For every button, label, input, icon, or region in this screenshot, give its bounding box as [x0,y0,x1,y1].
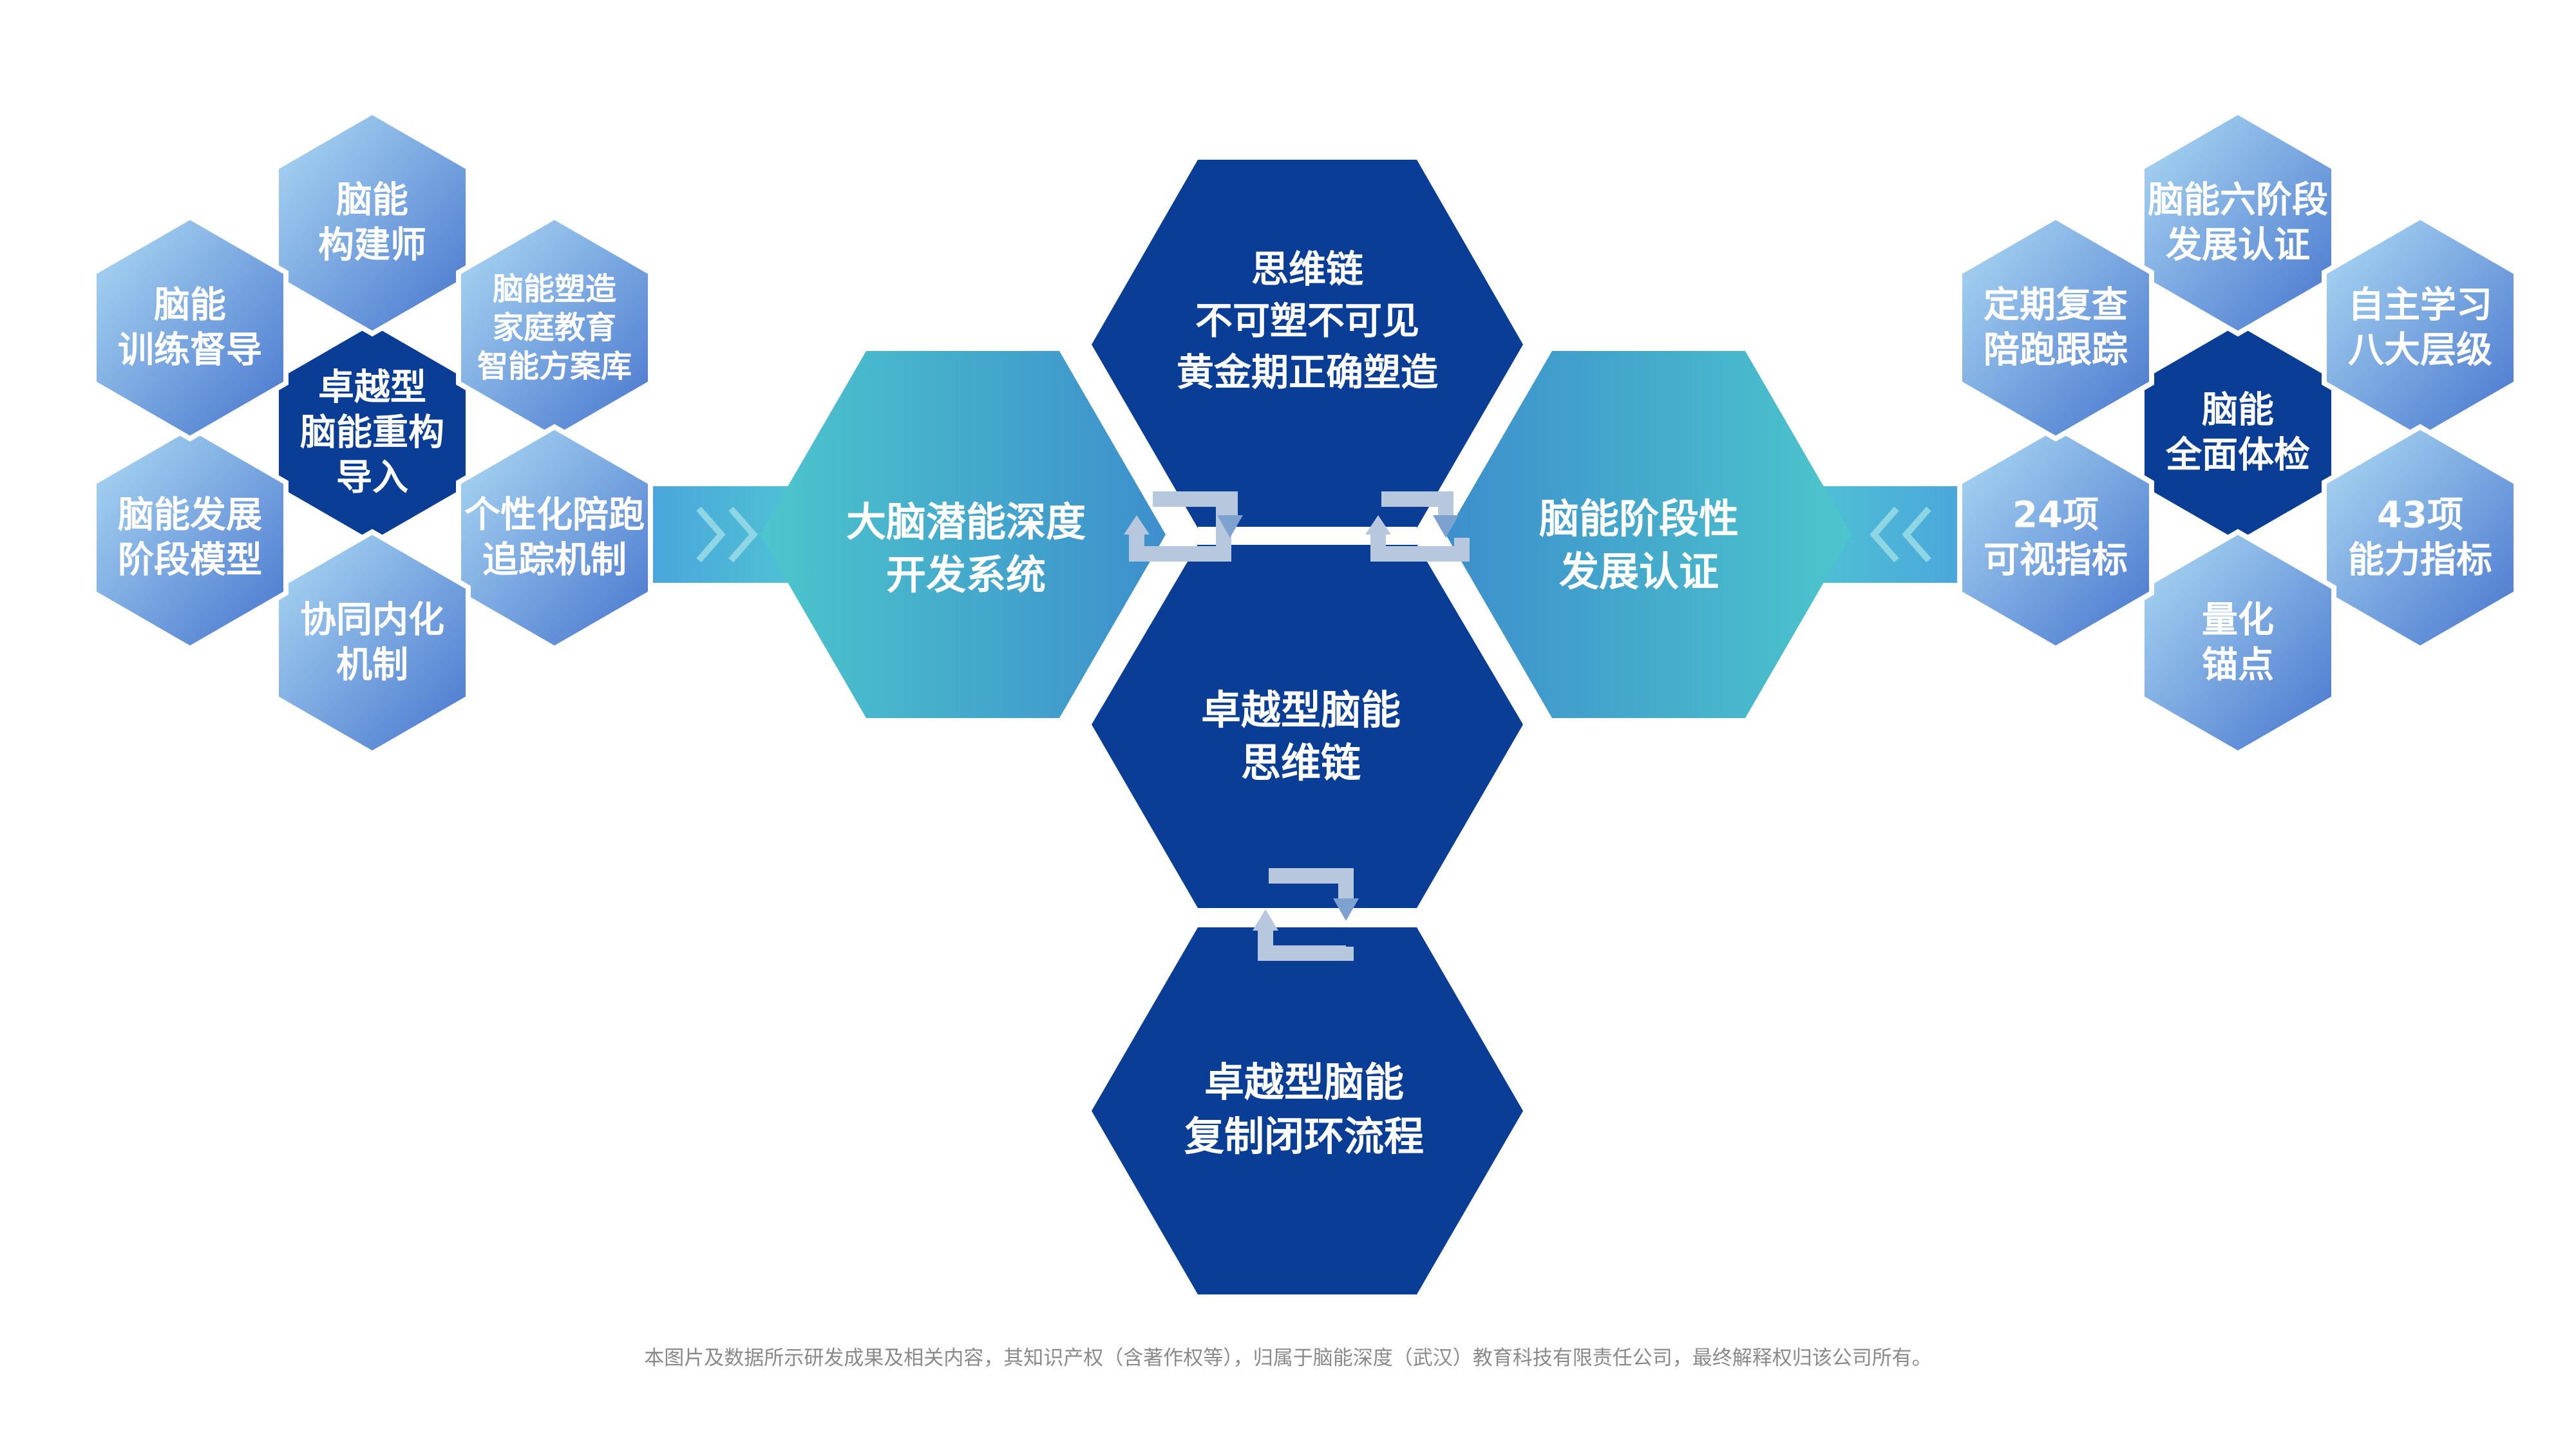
right-hex-top-right-line-2: 八大层级 [2348,330,2492,372]
copyright-note: 本图片及数据所示研发成果及相关内容，其知识产权（含著作权等），归属于脑能深度（武… [644,1347,1932,1370]
hex-center-bottom: 卓越型脑能 复制闭环流程 [1092,927,1523,1294]
left-hex-top-left-shape [91,214,289,442]
right-hex-center-line-2: 全面体检 [2165,435,2310,477]
hex-center-middle-line-1: 卓越型脑能 [1201,687,1401,734]
hex-center-top: 思维链 不可塑不可见 黄金期正确塑造 [1092,160,1523,528]
right-hex-top-shape [2139,109,2336,337]
left-hex-top-line-2: 构建师 [318,225,426,267]
hex-center-bottom-line-1: 卓越型脑能 [1204,1059,1404,1106]
hex-center-middle-line-2: 思维链 [1241,739,1361,786]
hex-center-middle: 卓越型脑能 思维链 [1092,544,1523,908]
hex-center-left-line-1: 大脑潜能深度 [846,498,1086,545]
left-hex-top-right-line-1: 脑能塑造 [493,271,616,307]
right-hex-bottom-right-shape [2322,424,2519,652]
right-hex-bottom-line-2: 锚点 [2202,645,2274,687]
hex-center-left: 大脑潜能深度 开发系统 [760,351,1166,718]
right-hex-center-shape [2139,319,2336,547]
left-hex-bottom-line-2: 机制 [336,645,408,687]
hex-center-top-line-2: 不可塑不可见 [1195,299,1419,343]
left-hex-top-left-line-1: 脑能 [154,285,226,327]
left-hex-top-line-1: 脑能 [336,180,408,222]
right-hex-center-line-1: 脑能 [2202,390,2274,431]
right-hex-top-left-line-2: 陪跑跟踪 [1984,330,2128,372]
left-hex-bottom-right-line-1: 个性化陪跑 [464,495,645,536]
left-hex-top-left-line-2: 训练督导 [118,330,262,372]
left-hex-bottom-right-line-2: 追踪机制 [482,540,627,582]
left-hex-top-right-line-3: 智能方案库 [477,348,632,384]
left-hex-bottom-left-line-2: 阶段模型 [118,540,262,582]
hex-center-right-line-2: 发展认证 [1559,548,1719,595]
right-hex-top-left-line-1: 定期复查 [1984,285,2128,327]
right-hex-top-right-line-1: 自主学习 [2348,285,2492,327]
left-hex-center-line-1: 卓越型 [318,367,426,409]
left-cluster: 卓越型脑能重构导入脑能构建师脑能塑造家庭教育智能方案库个性化陪跑追踪机制协同内化… [91,109,653,757]
hex-center-left-line-2: 开发系统 [886,551,1046,598]
left-hex-center-line-2: 脑能重构 [300,412,444,454]
left-hex-top-right-line-2: 家庭教育 [493,310,616,346]
right-hex-bottom-line-1: 量化 [2202,600,2274,641]
hex-center-bottom-line-2: 复制闭环流程 [1184,1113,1424,1160]
right-cluster: 脑能全面体检脑能六阶段发展认证自主学习八大层级43项能力指标量化锚点24项可视指… [1957,109,2519,757]
left-hex-top-shape [274,109,471,337]
left-hex-bottom-left-shape [91,424,289,652]
left-hex-bottom-right-shape [456,424,653,652]
left-hex-bottom-left-line-1: 脑能发展 [118,495,262,536]
cycle-icon-bottom [1253,868,1359,961]
right-hex-bottom-left-shape [1957,424,2154,652]
right-hex-bottom-left-line-1: 24项 [2012,495,2099,536]
left-hex-bottom-shape [274,529,471,757]
right-hex-top-left-shape [1957,214,2154,442]
hex-center-top-line-3: 黄金期正确塑造 [1177,350,1438,394]
right-hex-bottom-right-line-1: 43项 [2377,495,2463,536]
hex-center-right-line-1: 脑能阶段性 [1539,495,1739,542]
right-hex-bottom-left-line-2: 可视指标 [1984,540,2128,582]
left-hex-bottom-line-1: 协同内化 [300,600,444,641]
cycle-icon-left [1124,491,1243,562]
right-hex-bottom-shape [2139,529,2336,757]
hex-center-top-line-1: 思维链 [1251,247,1363,291]
cycle-icon-right [1365,491,1470,562]
hex-center-right: 脑能阶段性 发展认证 [1446,351,1852,718]
right-hex-bottom-right-line-2: 能力指标 [2348,540,2492,582]
left-hex-center-line-3: 导入 [336,457,408,499]
right-hex-top-right-shape [2322,214,2519,442]
right-hex-top-line-2: 发展认证 [2166,225,2310,267]
right-hex-top-line-1: 脑能六阶段 [2148,180,2328,222]
